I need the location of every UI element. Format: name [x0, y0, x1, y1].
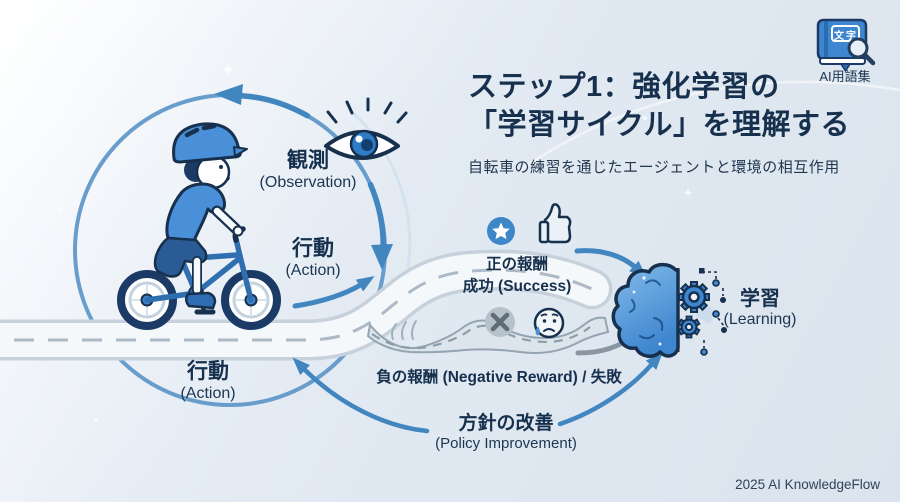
observation-label: 観測 (Observation)	[259, 149, 357, 191]
action-label-right: 行動 (Action)	[285, 237, 341, 279]
rider	[153, 122, 248, 310]
glossary-caption: AI用語集	[819, 69, 871, 84]
thumbs-up-icon	[538, 203, 572, 244]
page-subtitle: 自転車の練習を通じたエージェントと環境の相互作用	[468, 159, 840, 176]
action-arrow	[292, 276, 375, 309]
negative-reward-label: 負の報酬 (Negative Reward) / 失敗	[376, 369, 622, 386]
road	[0, 249, 613, 361]
credit-watermark: 2025 AI KnowledgeFlow	[735, 477, 880, 492]
bookmark-ribbon	[839, 63, 852, 73]
road-center-line	[0, 268, 593, 342]
observation-flow-arrow	[367, 181, 386, 257]
vibration-marks-icon	[391, 320, 417, 340]
shorts	[153, 236, 208, 278]
t-shirt	[165, 182, 226, 243]
gear-icon	[678, 281, 710, 313]
cycle-arrowhead-right	[371, 244, 393, 270]
circuit-nodes-icon	[699, 268, 727, 356]
gear-icon	[677, 315, 701, 339]
page-title: ステップ1：強化学習の 「学習サイクル」を理解する 自転車の練習を通じたエージェ…	[468, 68, 850, 177]
learning-label: 学習 (Learning)	[723, 288, 797, 328]
sad-face-icon	[533, 307, 565, 339]
sparkle-icon	[222, 64, 234, 75]
sparkle-icon	[55, 205, 65, 215]
tear-drop-icon	[535, 326, 540, 336]
success-arrow	[574, 248, 648, 279]
bike-rider-illustration	[117, 122, 281, 330]
cycle-circle	[73, 84, 393, 407]
title-line-2: 「学習サイクル」を理解する	[468, 109, 851, 141]
eye-icon	[324, 97, 408, 160]
policy-improvement-label: 方針の改善 (Policy Improvement)	[435, 413, 577, 452]
positive-reward-label: 正の報酬 成功 (Success)	[462, 256, 572, 295]
x-mark-icon	[485, 307, 515, 337]
sparkle-icon	[683, 188, 693, 198]
magnifier-icon	[847, 37, 876, 66]
background-decor	[55, 64, 900, 422]
book-cover-label: 文字	[834, 31, 858, 42]
star-badge-icon	[487, 217, 515, 245]
action-label-bottom: 行動 (Action)	[180, 360, 236, 402]
shoe	[185, 291, 217, 310]
brain-gear-icon	[611, 262, 727, 358]
cycle-arrowhead-top	[214, 84, 243, 105]
title-line-1: ステップ1：強化学習の	[468, 71, 780, 103]
policy-improvement-arc	[292, 351, 663, 434]
glossary-book-icon	[816, 18, 876, 73]
